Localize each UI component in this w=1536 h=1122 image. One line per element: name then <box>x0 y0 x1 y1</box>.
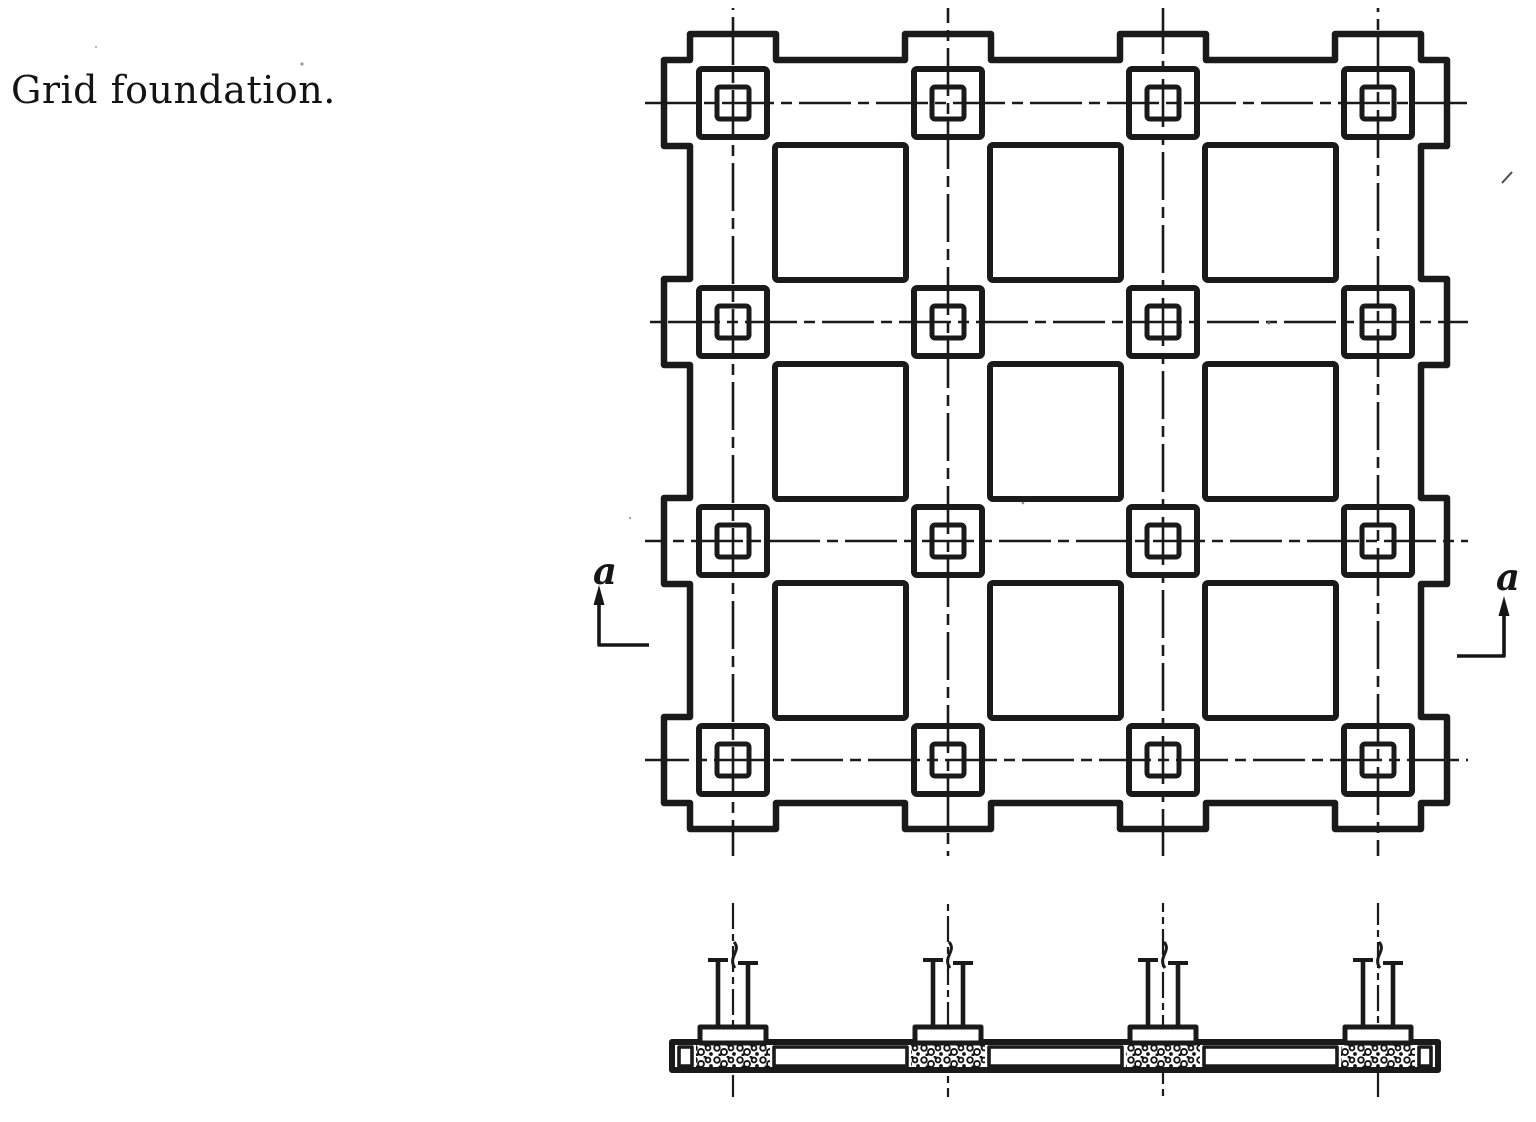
pad-footing <box>911 66 985 140</box>
grid-cell <box>772 580 909 721</box>
plan-view <box>645 8 1468 856</box>
section-letter-right: a <box>1496 555 1520 599</box>
column-section <box>929 84 967 122</box>
grid-cell <box>1202 580 1339 721</box>
pad-footing <box>696 504 770 578</box>
column-pedestal <box>697 1024 769 1046</box>
column-pedestal <box>1127 1024 1199 1046</box>
figure-title: Grid foundation. <box>11 68 336 112</box>
strip-cell <box>677 1045 694 1068</box>
grid-cell <box>1202 361 1339 502</box>
column-section <box>1359 84 1397 122</box>
column-break-symbol <box>1161 941 1168 969</box>
column-section <box>1144 303 1182 341</box>
grid-cell <box>1202 142 1339 283</box>
beam-stipple <box>1126 1045 1200 1068</box>
scan-speck <box>300 62 304 66</box>
column-break-symbol <box>731 941 738 969</box>
section-marker-right: a <box>1457 555 1520 658</box>
scan-speck <box>628 516 632 520</box>
pad-footing <box>1341 66 1415 140</box>
section-arrow-left <box>593 585 605 605</box>
column-section <box>714 84 752 122</box>
strip-cell <box>987 1045 1124 1068</box>
section-cut-line-right <box>1457 612 1506 658</box>
beam-stipple <box>1341 1045 1415 1068</box>
pad-footing <box>911 504 985 578</box>
scan-specks <box>94 45 1513 520</box>
pad-footing <box>696 723 770 797</box>
grid-cell <box>987 580 1124 721</box>
strip-cell <box>1417 1045 1433 1068</box>
pad-footing <box>911 285 985 359</box>
grid-cell <box>772 361 909 502</box>
section-cut-line-left <box>597 601 649 647</box>
scan-speck <box>1267 321 1271 325</box>
column-break-symbol <box>946 941 953 969</box>
grid-cell <box>987 361 1124 502</box>
pad-footing <box>696 285 770 359</box>
pad-footing <box>1341 723 1415 797</box>
section-marker-left: a <box>593 549 649 647</box>
column-section <box>714 303 752 341</box>
beam-stipple <box>696 1045 770 1068</box>
column-section <box>714 522 752 560</box>
pad-footing <box>1126 66 1200 140</box>
scan-speck <box>94 45 98 49</box>
column-section <box>1144 522 1182 560</box>
section-letter-left: a <box>593 549 617 593</box>
beam-stipple <box>911 1045 985 1068</box>
foundation-outline <box>660 30 1451 833</box>
scan-speck <box>1021 501 1025 505</box>
column-section <box>1359 522 1397 560</box>
column-break-symbol <box>1376 941 1383 969</box>
pad-footing <box>911 723 985 797</box>
pad-footing <box>1126 504 1200 578</box>
pad-footing <box>1341 285 1415 359</box>
pad-footing <box>1126 285 1200 359</box>
column-section <box>929 303 967 341</box>
column-section <box>1359 741 1397 779</box>
section-view <box>669 903 1441 1097</box>
column-section <box>929 741 967 779</box>
grid-cell <box>987 142 1124 283</box>
column-section <box>714 741 752 779</box>
scan-speck <box>1501 171 1513 184</box>
pad-footing <box>1341 504 1415 578</box>
column-section <box>1144 741 1182 779</box>
strip-cell <box>772 1045 909 1068</box>
grid-cell <box>772 142 909 283</box>
pad-footing <box>696 66 770 140</box>
column-pedestal <box>912 1024 984 1046</box>
section-arrow-right <box>1498 596 1510 616</box>
strip-cell <box>1202 1045 1339 1068</box>
column-section <box>1144 84 1182 122</box>
column-section <box>929 522 967 560</box>
column-section <box>1359 303 1397 341</box>
pad-footing <box>1126 723 1200 797</box>
column-pedestal <box>1342 1024 1414 1046</box>
